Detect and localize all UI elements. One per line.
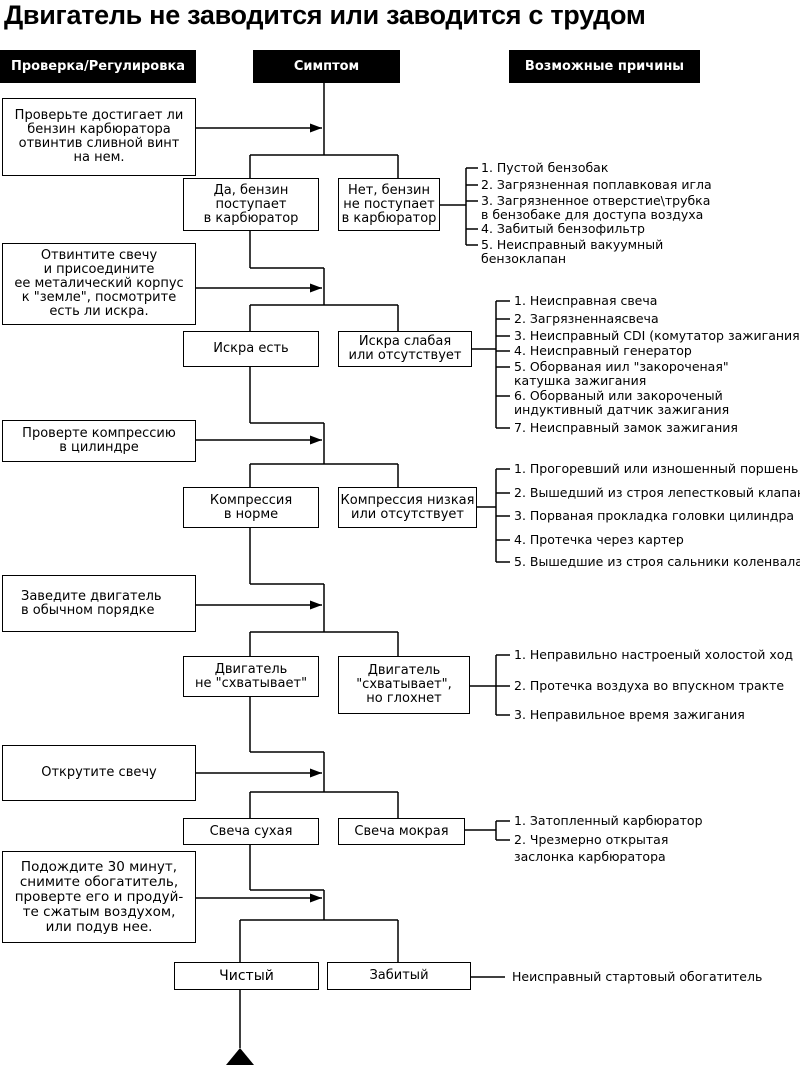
cause-6-1: Неисправный стартовый обогатитель (512, 969, 763, 984)
symptom-clean: Чистый (174, 962, 319, 990)
header-symptom: Симптом (253, 50, 400, 83)
cause-5-1: 1. Затопленный карбюратор (514, 813, 703, 828)
symptom-fuel-yes: Да, бензин поступает в карбюратор (183, 178, 319, 231)
cause-1-5: 5. Неисправный вакуумный (481, 237, 664, 252)
page-title: Двигатель не заводится или заводится с т… (4, 0, 646, 30)
cause-4-1: 1. Неправильно настроеный холостой ход (514, 647, 794, 662)
cause-2-7: 7. Неисправный замок зажигания (514, 420, 738, 435)
symptom-spark-yes: Искра есть (183, 331, 319, 367)
cause-2-5b: катушка зажигания (514, 373, 647, 388)
cause-2-4: 4. Неисправный генератор (514, 343, 692, 358)
check-box-fuel: Проверьте достигает ли бензин карбюратор… (2, 98, 196, 176)
cause-4-2: 2. Протечка воздуха во впускном тракте (514, 678, 785, 693)
cause-3-1: 1. Прогоревший или изношенный поршень (514, 461, 799, 476)
cause-4-3: 3. Неправильное время зажигания (514, 707, 745, 722)
cause-5-2: 2. Чрезмерно открытая (514, 832, 669, 847)
symptom-plug-wet: Свеча мокрая (338, 818, 465, 845)
check-box-spark: Отвинтите свечу и присоедините ее метали… (2, 243, 196, 325)
cause-1-5b: бензоклапан (481, 251, 567, 266)
check-box-start: Заведите двигатель в обычном порядке (2, 575, 196, 632)
cause-3-4: 4. Протечка через картер (514, 532, 684, 547)
symptom-start-no: Двигатель "схватывает", но глохнет (338, 656, 470, 714)
cause-3-3: 3. Порваная прокладка головки цилиндра (514, 508, 795, 523)
symptom-clogged: Забитый (327, 962, 471, 990)
check-box-compression: Проверте компрессию в цилиндре (2, 420, 196, 462)
cause-3-2: 2. Вышедший из строя лепестковый клапан (514, 485, 800, 500)
cause-2-1: 1. Неисправная свеча (514, 293, 658, 308)
cause-2-3: 3. Неисправный CDI (комутатор зажигания) (514, 328, 800, 343)
cause-1-2: 2. Загрязненная поплавковая игла (481, 177, 712, 192)
symptom-compression-yes: Компрессия в норме (183, 487, 319, 528)
header-causes: Возможные причины (509, 50, 700, 83)
cause-1-4: 4. Забитый бензофильтр (481, 221, 645, 236)
symptom-plug-dry: Свеча сухая (183, 818, 319, 845)
cause-1-3: 3. Загрязненное отверстие\трубка (481, 193, 711, 208)
cause-2-6: 6. Оборваный или закороченый (514, 388, 723, 403)
symptom-compression-no: Компрессия низкая или отсутствует (338, 487, 477, 528)
cause-2-6b: индуктивный датчик зажигания (514, 402, 730, 417)
cause-1-3b: в бензобаке для доступа воздуха (481, 207, 704, 222)
cause-2-2: 2. Загрязненнаясвеча (514, 311, 659, 326)
symptom-start-yes: Двигатель не "схватывает" (183, 656, 319, 697)
down-arrow-icon (226, 1048, 254, 1065)
cause-3-5: 5. Вышедшие из строя сальники коленвала (514, 554, 800, 569)
header-check: Проверка/Регулировка (0, 50, 196, 83)
symptom-spark-no: Искра слабая или отсутствует (338, 331, 472, 367)
cause-2-5: 5. Оборваная иил "закороченая" (514, 359, 729, 374)
check-box-choke: Подождите 30 минут, снимите обогатитель,… (2, 851, 196, 943)
cause-5-2b: заслонка карбюратора (514, 849, 666, 864)
check-box-plug: Открутите свечу (2, 745, 196, 801)
symptom-fuel-no: Нет, бензин не поступает в карбюратор (338, 178, 440, 231)
cause-1-1: 1. Пустой бензобак (481, 160, 609, 175)
